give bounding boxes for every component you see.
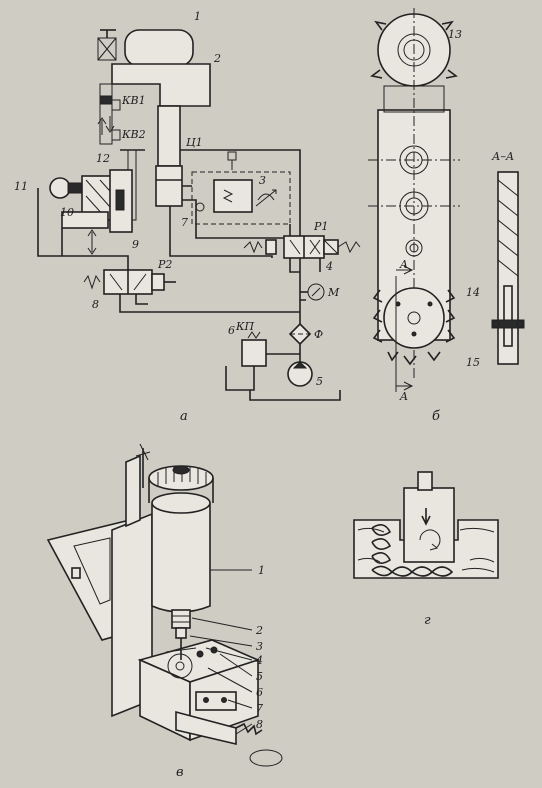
label-a-p2: Р2 — [157, 258, 172, 271]
label-b-14: 14 — [466, 286, 480, 299]
label-a-kv1: КВ1 — [121, 94, 146, 107]
label-b-section: А–А — [491, 150, 514, 163]
caption-b: б — [432, 409, 440, 424]
motor-11 — [49, 177, 71, 199]
diagram-v-machine: 1 2 3 4 5 6 7 8 в — [46, 443, 283, 780]
workpiece-hole — [249, 749, 283, 767]
limit-switch-kv1 — [111, 99, 121, 111]
coupling-2 — [171, 609, 191, 629]
chain-teeth-horizontal — [371, 565, 454, 577]
diagram-a-hydraulic-scheme: 1 2 3 4 5 6 7 8 9 10 11 12 КВ1 КВ2 Ц1 Р1… — [14, 10, 361, 424]
caption-a: а — [180, 409, 188, 424]
pressure-valve-6 — [241, 339, 267, 367]
label-a-7: 7 — [181, 216, 188, 229]
label-b-a1: A — [399, 258, 408, 271]
label-a-10: 10 — [60, 206, 74, 219]
label-v-4: 4 — [255, 654, 263, 667]
label-a-f: Ф — [314, 328, 323, 341]
relief-valve-3-frame — [191, 171, 291, 225]
diagram-g-cutting-detail: г — [353, 471, 499, 628]
label-a-5: 5 — [316, 375, 323, 388]
label-v-8: 8 — [256, 718, 263, 731]
label-a-p1: Р1 — [313, 220, 328, 233]
label-a-11: 11 — [14, 180, 28, 193]
label-v-1: 1 — [258, 564, 265, 577]
label-a-9: 9 — [132, 238, 139, 251]
label-a-2: 2 — [213, 52, 221, 65]
diagram-b-chain-bar: 13 14 15 A A А–А б — [368, 8, 525, 424]
label-a-m: М — [327, 286, 340, 299]
tank-1 — [124, 29, 194, 67]
caption-g: г — [424, 613, 431, 628]
gear-6 — [167, 653, 193, 679]
label-b-a2: A — [399, 390, 408, 403]
check-valve-7 — [195, 202, 205, 212]
label-a-4: 4 — [325, 260, 333, 273]
label-v-7: 7 — [256, 702, 263, 715]
limit-rod — [99, 83, 113, 145]
label-a-kv2: КВ2 — [121, 128, 146, 141]
label-a-12: 12 — [96, 152, 110, 165]
label-v-6: 6 — [256, 686, 263, 699]
label-b-13: 13 — [448, 28, 462, 41]
relief-valve-3 — [213, 179, 253, 213]
label-a-8: 8 — [92, 298, 99, 311]
label-a-6: 6 — [228, 324, 235, 337]
cylinder-c1 — [157, 105, 181, 167]
label-a-1: 1 — [194, 10, 201, 23]
label-v-5: 5 — [256, 670, 263, 683]
label-b-15: 15 — [466, 356, 480, 369]
label-a-c1: Ц1 — [186, 136, 203, 149]
label-v-2: 2 — [255, 624, 263, 637]
driven-sprocket-15 — [383, 287, 445, 349]
cutter-head — [403, 487, 455, 563]
label-a-kp: КП — [235, 320, 255, 333]
label-a-3: 3 — [259, 174, 266, 187]
chain-bar-8 — [175, 710, 237, 746]
label-v-3: 3 — [256, 640, 263, 653]
chain-teeth-vertical — [371, 524, 392, 564]
slide-7 — [195, 691, 237, 711]
limit-switch-kv2 — [111, 129, 121, 141]
caption-v: в — [176, 765, 184, 780]
motor-1 — [151, 497, 211, 613]
